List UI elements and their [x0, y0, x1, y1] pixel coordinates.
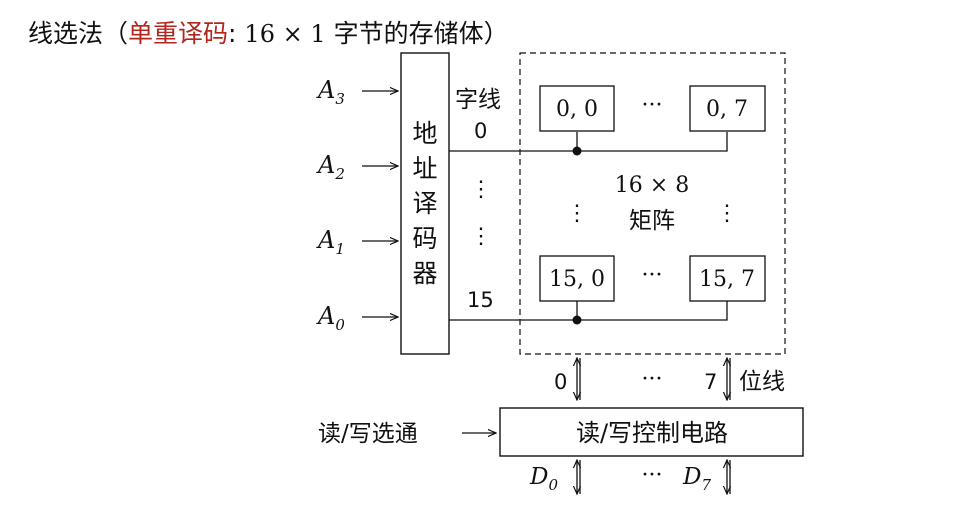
- title-prefix: 线选法（: [28, 19, 129, 48]
- decoder-char-4: 码: [412, 224, 437, 253]
- cell-15-7: [689, 255, 766, 302]
- bit-line-label: 位线: [739, 369, 785, 395]
- rw-control-label: 读/写控制电路: [576, 419, 728, 447]
- decoder-char-5: 器: [412, 259, 437, 288]
- rw-select-label: 读/写选通: [318, 421, 418, 447]
- title-highlight: 单重译码: [128, 19, 229, 48]
- input-a3-label: A3: [316, 76, 345, 108]
- title-math: 16 × 1: [244, 20, 326, 48]
- decoder-char-2: 址: [412, 154, 437, 183]
- matrix-size: 16 × 8: [615, 173, 689, 198]
- word-line-0: [449, 132, 728, 152]
- cell-0-0-label: 0, 0: [556, 97, 598, 122]
- decoder-char-3: 译: [412, 189, 437, 218]
- col0-vdots: ⋮: [566, 201, 588, 226]
- title-suffix: 字节的存储体）: [333, 19, 509, 48]
- word-line-15-junction: [572, 315, 582, 325]
- cell-0-0: [539, 85, 615, 132]
- decoder-char-1: 地: [412, 119, 437, 148]
- data-line-d0-label: D0: [529, 464, 558, 494]
- data-line-d7-label: D7: [682, 464, 711, 494]
- cell-0-7-label: 0, 7: [706, 97, 748, 122]
- matrix-boundary: [519, 52, 786, 355]
- bit-line-last: 7: [704, 370, 717, 394]
- word-line-0-junction: [572, 146, 582, 156]
- word-line-label: 字线: [455, 87, 501, 113]
- rw-control-box: [499, 407, 804, 457]
- row15-hdots: ···: [642, 263, 663, 288]
- address-decoder-box: [400, 52, 450, 355]
- data-line-hdots: ···: [642, 463, 663, 488]
- input-a0-label: A0: [316, 302, 345, 334]
- col7-vdots: ⋮: [716, 201, 738, 226]
- title-sep: :: [228, 19, 237, 48]
- page-title: 线选法（单重译码: 16 × 1 字节的存储体）: [28, 14, 509, 50]
- word-line-vdots-1: ⋮: [470, 177, 492, 202]
- input-a2-label: A2: [316, 151, 345, 183]
- cell-15-0-label: 15, 0: [549, 267, 605, 292]
- cell-0-7: [689, 85, 766, 132]
- input-a1-label: A1: [316, 226, 345, 258]
- word-line-vdots-2: ⋮: [470, 224, 492, 249]
- word-line-15: [449, 301, 728, 321]
- word-line-last: 15: [467, 288, 494, 312]
- word-line-first: 0: [474, 119, 487, 143]
- cell-15-7-label: 15, 7: [699, 267, 755, 292]
- bit-line-hdots: ···: [642, 367, 663, 392]
- bit-line-first: 0: [554, 370, 567, 394]
- cell-15-0: [539, 255, 615, 302]
- matrix-label: 矩阵: [629, 208, 675, 234]
- row0-hdots: ···: [642, 93, 663, 118]
